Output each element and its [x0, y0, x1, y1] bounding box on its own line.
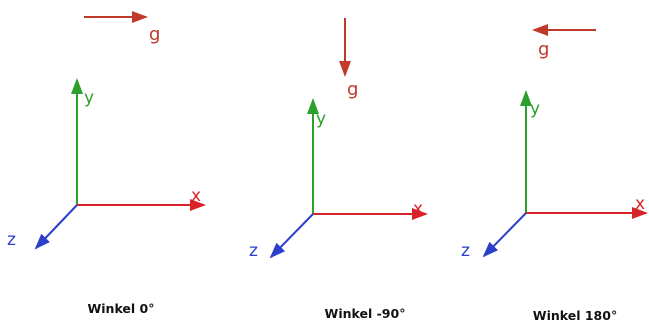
panel-winkel-0: g y x z Winkel 0° [7, 11, 206, 316]
y-axis-label: y [316, 109, 326, 129]
z-axis-label: z [461, 241, 470, 261]
caption-winkel-180: Winkel 180° [533, 308, 617, 323]
caption-winkel-minus-90: Winkel -90° [325, 306, 406, 321]
z-axis-label: z [249, 241, 258, 261]
gravity-label: g [347, 79, 358, 100]
caption-winkel-0: Winkel 0° [87, 301, 154, 316]
y-axis-label: y [530, 99, 540, 119]
x-axis-label: x [191, 186, 201, 206]
z-axis [34, 204, 78, 250]
z-axis [482, 212, 527, 258]
panel-winkel-minus-90: g y x z Winkel -90° [249, 18, 428, 321]
x-axis-label: x [635, 194, 645, 214]
z-axis-label: z [7, 230, 16, 250]
x-axis-label: x [413, 199, 423, 219]
gravity-label: g [538, 39, 549, 60]
gravity-label: g [149, 24, 160, 45]
z-axis [269, 213, 314, 259]
panel-winkel-180: g y x z Winkel 180° [461, 24, 648, 323]
y-axis-label: y [84, 88, 94, 108]
